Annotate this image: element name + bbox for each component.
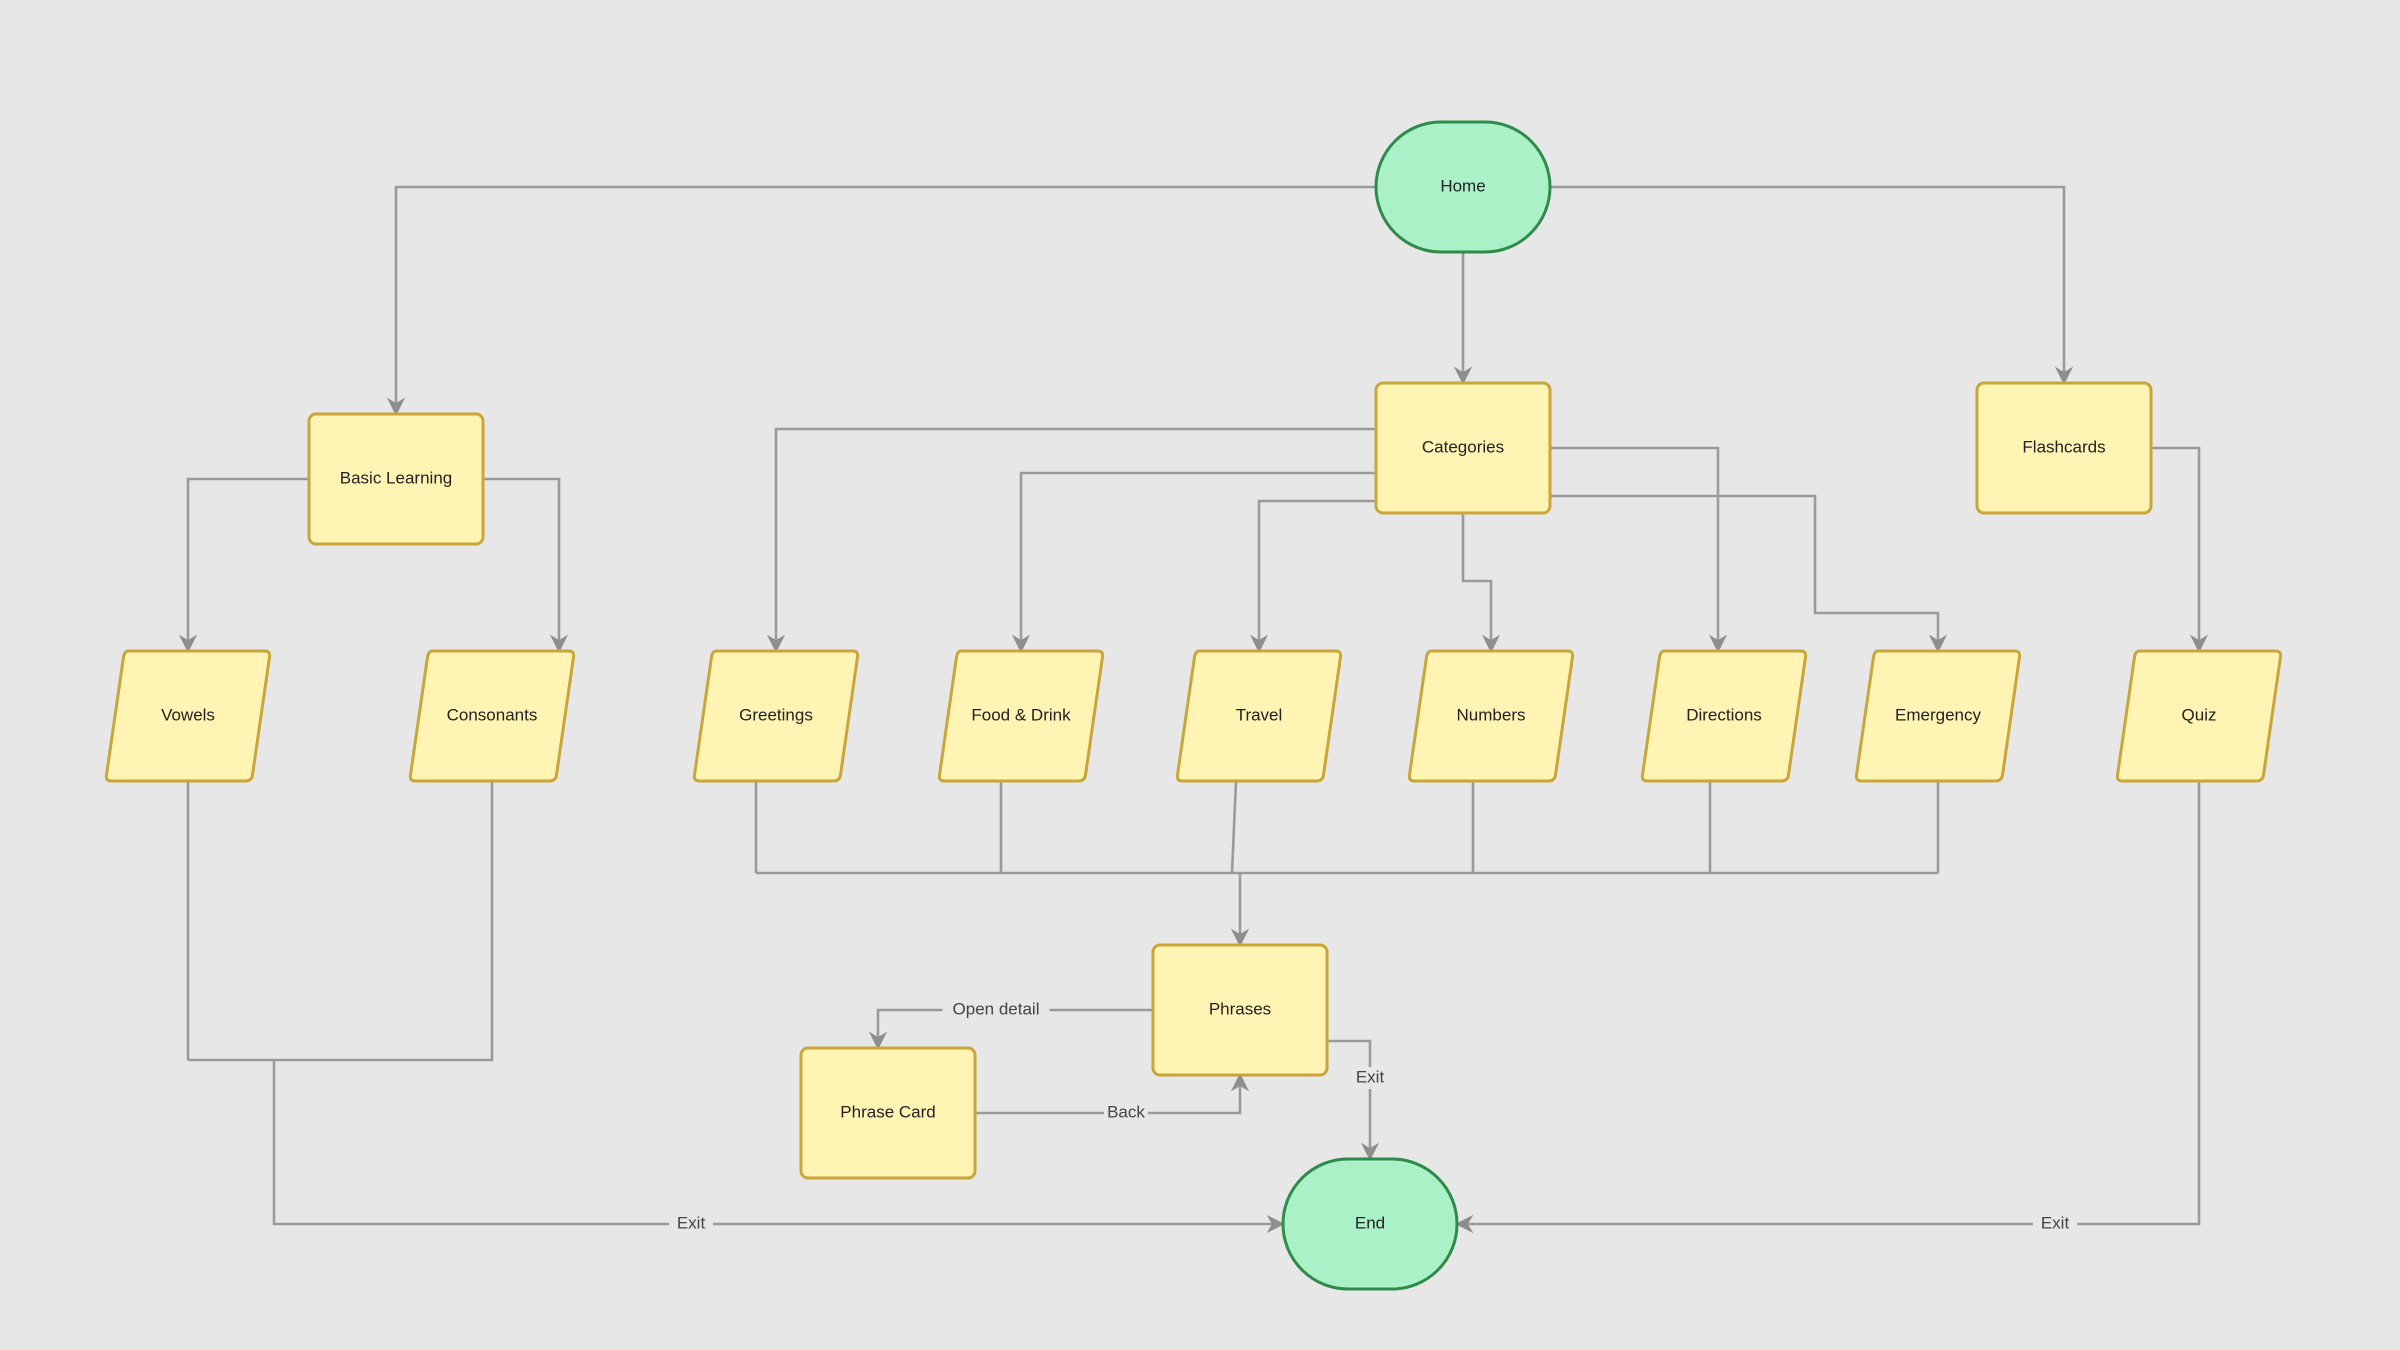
- edge-label-background: [1348, 1067, 1392, 1089]
- node-consonants[interactable]: Consonants: [408, 649, 576, 783]
- travel-drop-line: [1230, 780, 1238, 874]
- edge-categories-greetings: [766, 427, 1376, 653]
- edge-label-text: Back: [1107, 1102, 1145, 1121]
- process-shape: [799, 1046, 977, 1180]
- edge-label-text: Exit: [2041, 1213, 2070, 1232]
- node-end[interactable]: End: [1281, 1157, 1459, 1291]
- data-shape: [937, 649, 1105, 783]
- data-shape: [1407, 649, 1575, 783]
- node-flashcards[interactable]: Flashcards: [1975, 381, 2153, 515]
- edge-label-background: [942, 999, 1050, 1021]
- node-phrases[interactable]: Phrases: [1151, 943, 1329, 1077]
- data-shape: [692, 649, 860, 783]
- node-label: Home: [1440, 176, 1485, 195]
- edge-label-quiz-end: Exit: [2033, 1213, 2077, 1235]
- node-label: Travel: [1236, 705, 1283, 724]
- node-label: Flashcards: [2022, 437, 2105, 456]
- node-label: Numbers: [1457, 705, 1526, 724]
- process-shape: [1151, 943, 1329, 1077]
- process-shape: [307, 412, 485, 546]
- data-shape: [2115, 649, 2283, 783]
- edge-phrasecard-phrases: [975, 1073, 1250, 1115]
- data-shape: [1175, 649, 1343, 783]
- edge-quiz-end: [1455, 781, 2201, 1234]
- data-shape: [104, 649, 272, 783]
- process-shape: [1374, 381, 1552, 515]
- node-label: Phrase Card: [840, 1102, 935, 1121]
- node-numbers[interactable]: Numbers: [1407, 649, 1575, 783]
- node-categories[interactable]: Categories: [1374, 381, 1552, 515]
- node-label: Directions: [1686, 705, 1762, 724]
- node-food[interactable]: Food & Drink: [937, 649, 1105, 783]
- edge-basic-end: [272, 1060, 1285, 1234]
- node-label: Greetings: [739, 705, 813, 724]
- edge-phrases-end: [1327, 1039, 1380, 1161]
- edge-home-flashcards: [1550, 185, 2074, 385]
- edge-categories-food: [1011, 471, 1376, 653]
- node-label: Categories: [1422, 437, 1504, 456]
- edge-basic-vowels: [178, 477, 309, 653]
- node-label: Vowels: [161, 705, 215, 724]
- node-directions[interactable]: Directions: [1640, 649, 1808, 783]
- node-home[interactable]: Home: [1374, 120, 1552, 254]
- edge-label-text: Open detail: [953, 999, 1040, 1018]
- edge-categories-directions: [1550, 446, 1728, 653]
- node-emergency[interactable]: Emergency: [1854, 649, 2022, 783]
- edge-home-basic: [386, 185, 1376, 416]
- node-label: Phrases: [1209, 999, 1271, 1018]
- data-shape: [1854, 649, 2022, 783]
- edge-label-phrasecard-phrases: Back: [1104, 1102, 1148, 1124]
- node-label: Consonants: [447, 705, 538, 724]
- terminal-shape: [1281, 1157, 1459, 1291]
- node-quiz[interactable]: Quiz: [2115, 649, 2283, 783]
- edge-label-basic-end: Exit: [669, 1213, 713, 1235]
- edge-phrases-phrasecard: [868, 1008, 1153, 1050]
- node-vowels[interactable]: Vowels: [104, 649, 272, 783]
- edge-categories-numbers: [1461, 513, 1501, 653]
- edge-categories-emergency: [1550, 494, 1948, 653]
- edge-label-background: [669, 1213, 713, 1235]
- edge-label-text: Exit: [1356, 1067, 1385, 1086]
- node-label: Quiz: [2182, 705, 2217, 724]
- node-label: End: [1355, 1213, 1385, 1232]
- edge-label-text: Exit: [677, 1213, 706, 1232]
- edge-label-background: [2033, 1213, 2077, 1235]
- data-shape: [408, 649, 576, 783]
- edge-flashcards-quiz: [2151, 446, 2209, 653]
- edge-label-background: [1104, 1102, 1148, 1124]
- node-label: Food & Drink: [971, 705, 1071, 724]
- edge-label-phrases-phrasecard: Open detail: [942, 999, 1050, 1021]
- terminal-shape: [1374, 120, 1552, 254]
- node-label: Emergency: [1895, 705, 1981, 724]
- process-shape: [1975, 381, 2153, 515]
- node-phrasecard[interactable]: Phrase Card: [799, 1046, 977, 1180]
- data-shape: [1640, 649, 1808, 783]
- edge-basic-consonants: [483, 477, 569, 653]
- consonants-drop-line: [188, 781, 494, 1062]
- node-greetings[interactable]: Greetings: [692, 649, 860, 783]
- edge-categories-travel: [1249, 499, 1376, 653]
- edge-label-phrases-end: Exit: [1348, 1067, 1392, 1089]
- node-basic[interactable]: Basic Learning: [307, 412, 485, 546]
- edges-layer: [178, 185, 2209, 1234]
- node-label: Basic Learning: [340, 468, 452, 487]
- node-travel[interactable]: Travel: [1175, 649, 1343, 783]
